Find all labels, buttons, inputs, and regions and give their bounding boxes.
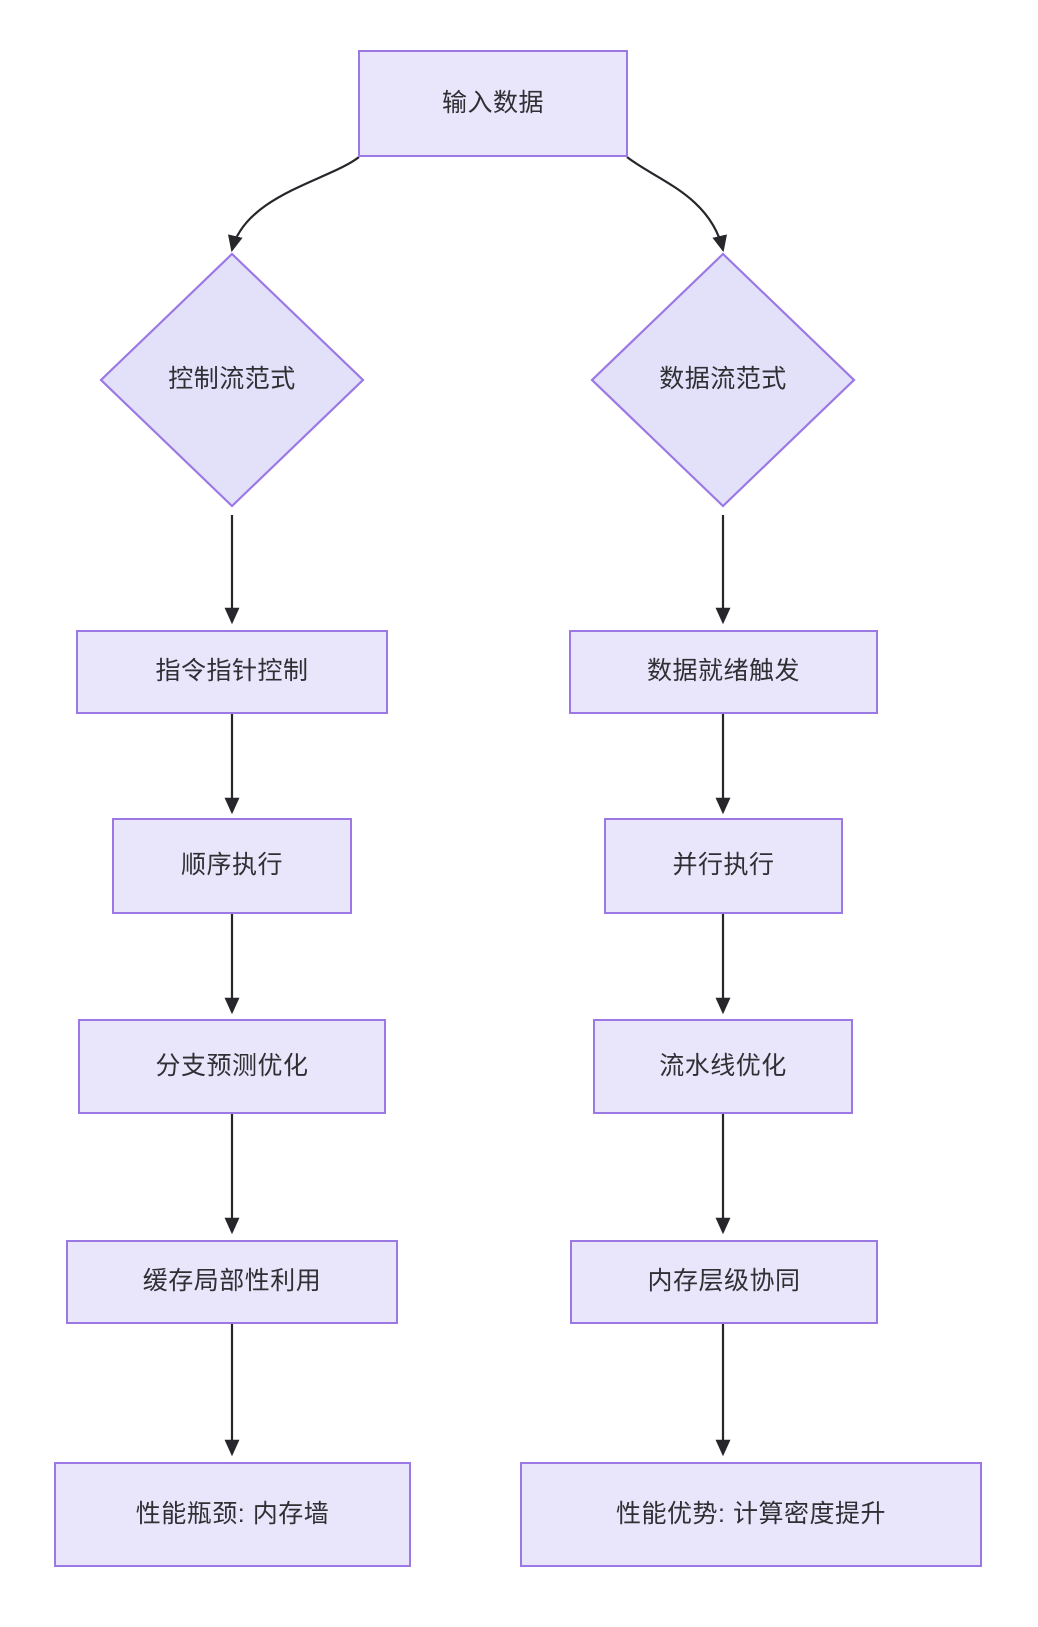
node-left-4[interactable]: 缓存局部性利用 [66,1240,398,1324]
edge-input-to-control-flow [228,156,360,253]
node-right-3-label: 流水线优化 [659,1051,787,1080]
node-right-1-label: 数据就绪触发 [646,657,800,686]
node-right-3[interactable]: 流水线优化 [593,1019,853,1114]
node-left-5[interactable]: 性能瓶颈: 内存墙 [54,1462,411,1567]
node-left-2-label: 顺序执行 [180,851,283,880]
node-data-flow-label: 数据流范式 [659,365,787,394]
node-right-5[interactable]: 性能优势: 计算密度提升 [520,1462,982,1567]
control-flow-diamond-shape [99,252,365,508]
node-left-1[interactable]: 指令指针控制 [76,630,388,714]
node-right-4-label: 内存层级协同 [647,1267,801,1296]
node-left-2[interactable]: 顺序执行 [112,818,352,914]
node-right-2-label: 并行执行 [672,851,775,880]
node-right-4[interactable]: 内存层级协同 [570,1240,878,1324]
node-input-label: 输入数据 [441,88,544,117]
node-left-3[interactable]: 分支预测优化 [78,1019,386,1114]
data-flow-diamond-shape [590,252,856,508]
edge-input-to-data-flow [626,156,727,253]
node-data-flow[interactable]: 数据流范式 [590,252,856,508]
node-left-4-label: 缓存局部性利用 [142,1267,322,1296]
node-right-1[interactable]: 数据就绪触发 [569,630,878,714]
node-left-3-label: 分支预测优化 [155,1051,309,1080]
node-right-2[interactable]: 并行执行 [604,818,843,914]
node-control-flow-label: 控制流范式 [168,365,296,394]
node-control-flow[interactable]: 控制流范式 [99,252,365,508]
node-left-1-label: 指令指针控制 [155,657,309,686]
node-left-5-label: 性能瓶颈: 内存墙 [135,1499,330,1528]
node-input[interactable]: 输入数据 [358,50,628,157]
node-right-5-label: 性能优势: 计算密度提升 [616,1499,886,1528]
